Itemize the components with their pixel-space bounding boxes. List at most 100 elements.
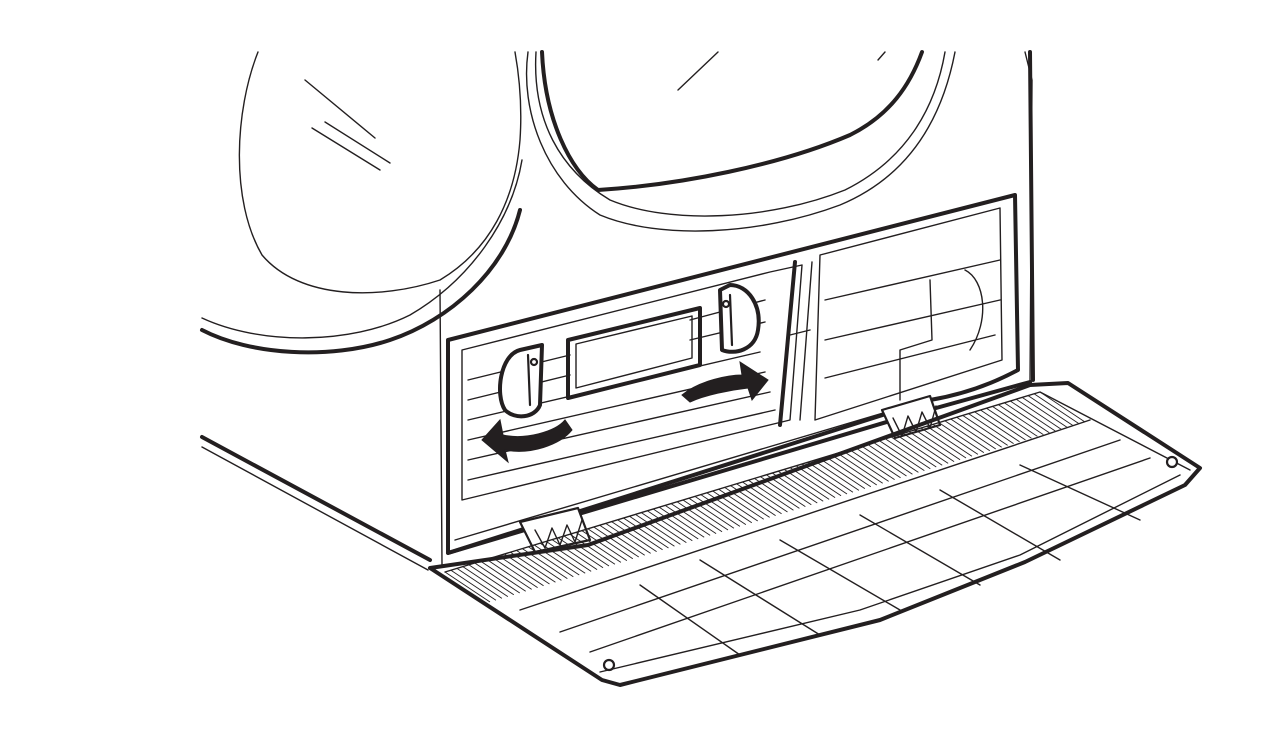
hatch-line xyxy=(914,429,961,461)
hatch-line xyxy=(599,524,645,556)
hatch-line xyxy=(557,537,604,569)
cabinet xyxy=(200,50,1035,571)
hatch-line xyxy=(754,478,800,509)
hatch-line xyxy=(563,535,610,567)
hatch-line xyxy=(539,542,586,574)
hatch-line xyxy=(712,490,758,522)
left-lock-handle xyxy=(498,343,544,419)
hatch-line xyxy=(658,506,705,538)
hatch-line xyxy=(730,485,776,516)
hatch-line xyxy=(629,515,675,547)
hatch-line xyxy=(474,562,520,594)
hatch-line xyxy=(486,559,532,590)
hatch-line xyxy=(1021,397,1068,428)
hatch-line xyxy=(551,539,598,570)
hatch-line xyxy=(694,496,741,527)
left-door xyxy=(200,51,523,355)
hatch-line xyxy=(647,510,693,542)
hatch-line xyxy=(902,433,949,464)
hatch-line xyxy=(522,548,568,579)
open-flap xyxy=(428,381,1202,687)
hatch-line xyxy=(617,519,663,551)
hatch-line xyxy=(998,404,1044,435)
hatch-line xyxy=(837,452,883,484)
hatch-line xyxy=(795,465,842,497)
hatch-line xyxy=(736,483,782,515)
hatch-line xyxy=(1010,400,1056,432)
hatch-line xyxy=(623,517,669,549)
hatch-line xyxy=(950,418,996,450)
hatch-line xyxy=(777,470,824,502)
hatch-line xyxy=(528,546,574,578)
hatch-line xyxy=(896,434,943,466)
hatch-line xyxy=(831,454,877,486)
hatch-line xyxy=(605,523,651,554)
hatch-line xyxy=(789,467,836,498)
hatch-line xyxy=(968,413,1014,444)
hatch-line xyxy=(938,422,985,453)
hatch-line xyxy=(700,494,747,525)
hatch-line xyxy=(1039,391,1086,423)
hatch-line xyxy=(861,445,907,477)
hatch-line xyxy=(480,560,526,592)
hatch-line xyxy=(635,514,681,545)
left-rotate-arrow xyxy=(481,418,573,464)
hatch-line xyxy=(891,436,937,468)
hatch-line xyxy=(1033,393,1080,425)
hatch-line xyxy=(956,416,1002,448)
hatch-line xyxy=(908,431,955,462)
hatch-line xyxy=(766,474,812,506)
hatch-line xyxy=(534,544,580,576)
hatch-line xyxy=(855,447,901,479)
hatch-line xyxy=(492,557,538,588)
hatch-line xyxy=(885,438,931,470)
hatch-line xyxy=(944,420,991,452)
hatch-line xyxy=(444,571,491,603)
hatch-line xyxy=(926,425,973,457)
hatch-line xyxy=(1004,402,1050,434)
hatch-line xyxy=(688,497,735,529)
hatch-line xyxy=(801,463,848,495)
hatch-line xyxy=(682,499,729,531)
right-lock-handle xyxy=(718,283,761,354)
hatch-line xyxy=(581,530,628,561)
hatch-line xyxy=(664,505,711,536)
hatch-line xyxy=(670,503,717,534)
hatch-line xyxy=(867,443,913,475)
hatch-line xyxy=(611,521,657,552)
hatch-line xyxy=(498,555,544,587)
hatch-line xyxy=(462,566,509,597)
hatch-line xyxy=(873,442,919,473)
hatch-line xyxy=(504,553,550,585)
hatch-line xyxy=(587,528,634,560)
hatch-line xyxy=(974,411,1020,443)
hatch-line xyxy=(843,451,889,482)
hatch-line xyxy=(706,492,753,524)
hatch-line xyxy=(932,424,979,455)
hatch-line xyxy=(962,415,1008,446)
hatch-line xyxy=(516,550,562,581)
hatch-line xyxy=(1027,395,1074,426)
hatch-line xyxy=(819,458,866,489)
hatch-line xyxy=(742,481,788,513)
hatch-line xyxy=(450,569,497,601)
hatch-line xyxy=(569,533,616,565)
hatch-line xyxy=(724,487,770,518)
right-door xyxy=(525,50,956,232)
hatch-line xyxy=(980,409,1026,441)
hatch-line xyxy=(986,407,1032,439)
hatch-line xyxy=(849,449,895,480)
hatch-line xyxy=(783,469,830,500)
hatch-line xyxy=(813,460,860,491)
hatch-line xyxy=(772,472,818,504)
hatch-line xyxy=(1015,398,1062,430)
hatch-line xyxy=(510,551,556,583)
hatch-line xyxy=(748,479,794,511)
hatch-line xyxy=(575,532,622,563)
right-rotate-arrow xyxy=(681,360,769,403)
hatch-line xyxy=(456,568,503,599)
hatch-line xyxy=(879,440,925,471)
hatch-line xyxy=(807,461,854,493)
hatch-line xyxy=(468,564,515,596)
